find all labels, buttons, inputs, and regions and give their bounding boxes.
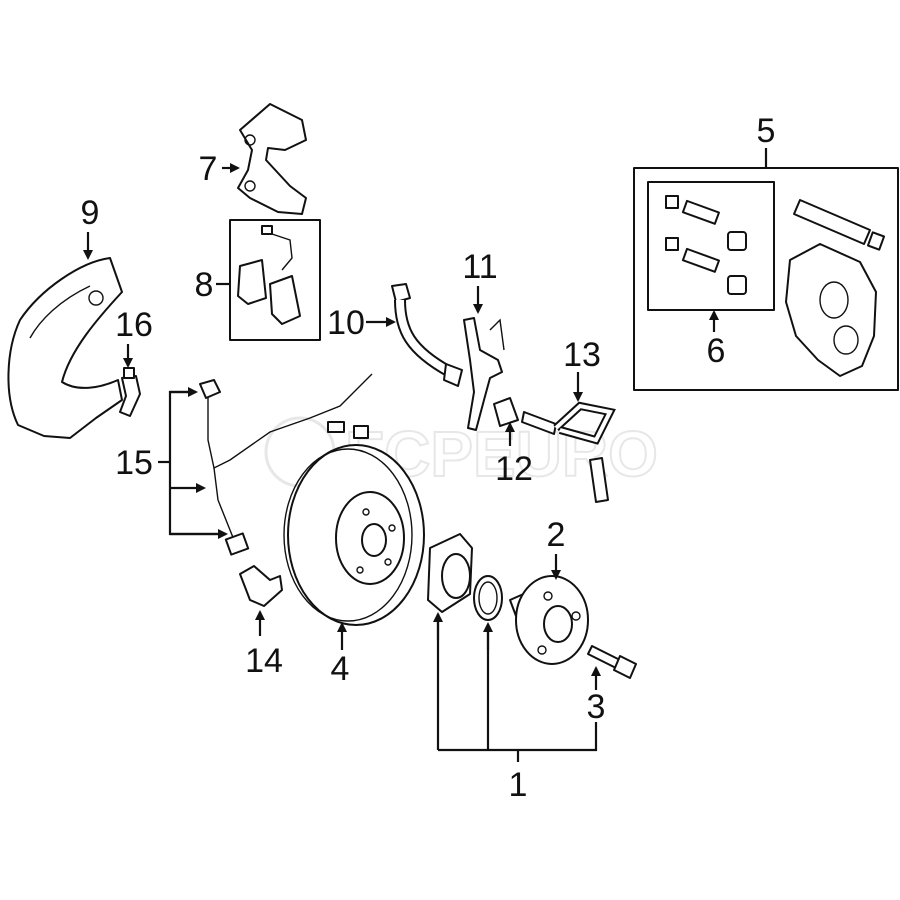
brake-caliper [785, 243, 877, 377]
hose-bracket-part [463, 317, 505, 431]
brake-line-part [521, 401, 616, 503]
callout-10: 10 [327, 304, 365, 342]
dust-shield-part [7, 257, 123, 439]
sensor-wiring-part [199, 373, 373, 556]
wheel-hub-part [509, 575, 589, 665]
callout-13: 13 [563, 336, 601, 374]
callout-6: 6 [707, 332, 726, 370]
brake-pad-kit-part [229, 219, 321, 341]
hub-bolt-part [587, 645, 637, 679]
leader-lines [83, 148, 768, 762]
callout-7: 7 [199, 150, 218, 188]
callout-4: 4 [331, 650, 350, 688]
wheel-bearing-part [427, 533, 503, 621]
callout-labels: 1 2 3 4 5 6 7 8 9 10 11 12 13 14 15 16 [81, 112, 776, 804]
callout-15: 15 [115, 444, 153, 482]
callout-1: 1 [509, 766, 528, 804]
caliper-kit-box [633, 167, 899, 391]
retaining-clip-part [493, 397, 519, 427]
callout-16: 16 [115, 306, 153, 344]
clip-part [119, 367, 141, 417]
callout-11: 11 [462, 248, 497, 286]
guide-pin-set [665, 195, 747, 295]
callout-12: 12 [495, 450, 533, 488]
callout-3: 3 [587, 688, 606, 726]
callout-5: 5 [757, 112, 776, 150]
abs-sensor-part [239, 565, 283, 607]
callout-8: 8 [195, 266, 214, 304]
callout-14: 14 [245, 642, 283, 680]
caliper-carrier-part [237, 103, 307, 215]
brake-hose-part [391, 283, 463, 387]
brake-rotor-part [283, 444, 425, 626]
callout-9: 9 [81, 194, 100, 232]
grease-tube [793, 199, 886, 251]
callout-2: 2 [547, 516, 566, 554]
